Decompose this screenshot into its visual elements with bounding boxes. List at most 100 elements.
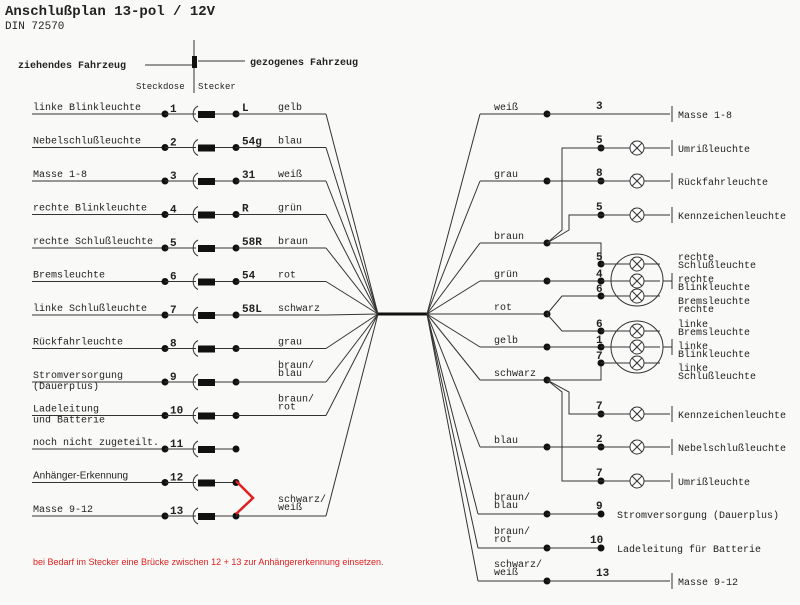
pin-number: 8	[170, 339, 177, 351]
fan-wire	[426, 242, 481, 315]
pin-function-label: linke Schlußleuchte	[33, 303, 147, 315]
pin-function-label: rechte Schlußleuchte	[33, 236, 153, 248]
wire-color-label: schwarz/	[278, 494, 326, 506]
fan-wire	[426, 313, 479, 582]
cluster-label: Blinkleuchte	[678, 282, 750, 294]
load-label: Umrißleuchte	[678, 144, 750, 156]
fan-wire	[325, 214, 379, 315]
wire-color-label: braun/	[278, 360, 314, 372]
pin-function-label: und Batterie	[33, 415, 105, 427]
load-label: Umrißleuchte	[678, 477, 750, 489]
pin-number: 7	[170, 305, 177, 317]
fan-wire	[426, 280, 481, 315]
wire-color-label: braun/	[494, 492, 530, 504]
fan-wire	[325, 247, 379, 315]
wire-color-label: weiß	[278, 502, 302, 514]
socket-pin-13: Masse 9-12 13 schwarz/weiß	[32, 494, 326, 525]
plug-contact-icon	[198, 111, 215, 118]
socket-pin-11: noch nicht zugeteilt.11	[32, 437, 240, 458]
lamp-icon	[629, 173, 645, 189]
pin-number: 9	[170, 372, 177, 384]
bridge-12-13	[235, 480, 255, 515]
load-pin-number: 3	[596, 101, 603, 113]
lamp-icon	[629, 288, 645, 304]
wire-color-label: weiß	[494, 102, 518, 114]
pin-function-label: Bremsleuchte	[33, 270, 105, 282]
cluster-pin-number: 6	[596, 284, 603, 296]
fan-wire	[325, 313, 379, 416]
wire-color-label: schwarz	[278, 303, 320, 315]
pin-number: 13	[170, 506, 184, 518]
lamp-icon	[629, 256, 645, 272]
wire-color-label: rot	[494, 303, 512, 314]
wire-color-label: grau	[278, 338, 302, 349]
pin-number: 10	[170, 406, 183, 418]
load-pin-dot	[597, 544, 605, 552]
wire-color-label: grün	[278, 203, 302, 215]
cluster-label: Schlußleuchte	[678, 371, 756, 383]
plug-dot	[232, 445, 240, 453]
cluster-pin-number: 7	[596, 351, 603, 363]
cluster-label: Bremsleuchte	[678, 296, 750, 308]
fan-wire	[325, 313, 379, 316]
pin-function-label: Stromversorgung	[33, 371, 123, 382]
load-label: Ladeleitung für Batterie	[617, 544, 761, 556]
load-pin-number: 8	[596, 168, 603, 180]
trailer-loads: weißgraubraungrünrotgelbschwarzblaubraun…	[478, 101, 786, 589]
wire-color-label: gelb	[278, 102, 302, 114]
plug-contact-icon	[198, 245, 215, 252]
load-label: Rückfahrleuchte	[678, 177, 768, 189]
wire-color-label: blau	[278, 136, 302, 148]
pin-function-label: Masse 9-12	[33, 505, 93, 516]
din-standard: DIN 72570	[5, 21, 64, 33]
fan-wire	[325, 313, 379, 517]
wire-color-label: braun/	[494, 526, 530, 538]
cluster-pin-number: 1	[596, 335, 603, 347]
wire-color-label: weiß	[278, 169, 302, 181]
cluster-pin-number: 4	[596, 269, 603, 281]
pin-number: 5	[170, 238, 177, 250]
fan-wire	[426, 313, 481, 381]
fan-wire	[325, 313, 379, 383]
fan-wire	[426, 180, 481, 315]
wire-color-label: gelb	[494, 335, 518, 347]
right-wire-fan	[426, 113, 481, 582]
pin-function-label: Masse 1-8	[33, 170, 87, 181]
load-pin-number: 7	[596, 401, 603, 413]
cluster-label: rechte	[678, 304, 714, 316]
bridge-note: bei Bedarf im Stecker eine Brücke zwisch…	[33, 557, 383, 567]
cluster-label: linke	[678, 319, 708, 331]
load-label: Stromversorgung (Dauerplus)	[617, 510, 779, 522]
plug-contact-icon	[198, 513, 215, 520]
pin-function-label: rechte Blinkleuchte	[33, 203, 147, 215]
lamp-icon	[629, 207, 645, 223]
legend-socket: Steckdose	[136, 82, 185, 92]
lamp-icon	[629, 339, 645, 355]
cluster-label: rechte	[678, 274, 714, 286]
connector-symbol	[192, 56, 197, 68]
load-pin-dot	[597, 510, 605, 518]
cluster-label: Schlußleuchte	[678, 260, 756, 272]
cluster-label: rechte	[678, 252, 714, 264]
plug-contact-icon	[198, 412, 215, 420]
cluster-label: Blinkleuchte	[678, 349, 750, 361]
load-label: Masse 9-12	[678, 578, 738, 589]
fan-wire	[426, 313, 479, 549]
legend-towed: gezogenes Fahrzeug	[250, 57, 358, 69]
pin-function-label: noch nicht zugeteilt.	[33, 437, 159, 449]
lamp-icon	[629, 355, 645, 371]
pin-number: 12	[170, 473, 183, 485]
plug-contact-icon	[198, 312, 215, 319]
load-pin-number: 2	[596, 434, 603, 446]
